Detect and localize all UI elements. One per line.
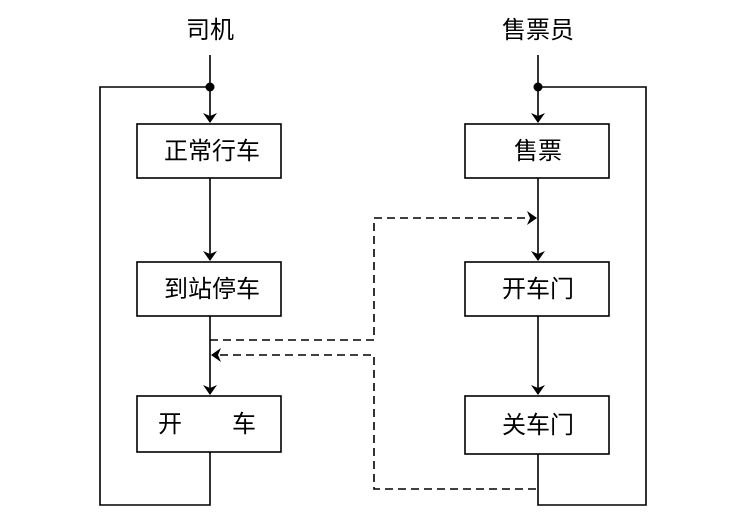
conductor-step-open-door: 开车门	[464, 261, 610, 317]
driver-loop-line	[99, 86, 211, 506]
conductor-step-3-label: 关车门	[502, 411, 574, 439]
driver-step-3-label-b: 车	[232, 410, 256, 438]
driver-step-2-label: 到站停车	[164, 275, 260, 303]
signal-close-door-to-start	[211, 348, 536, 490]
conductor-step-2-label: 开车门	[502, 275, 574, 303]
conductor-step-1-label: 售票	[514, 137, 562, 165]
driver-step-1-label: 正常行车	[164, 137, 260, 165]
conductor-step-close-door: 关车门	[464, 395, 610, 455]
driver-step-stop-at-station: 到站停车	[136, 261, 282, 317]
conductor-loop-line	[537, 86, 647, 506]
driver-step-3-label-a: 开	[158, 410, 182, 438]
driver-step-start-driving: 开 车	[136, 395, 282, 453]
conductor-title: 售票员	[502, 16, 574, 44]
driver-title: 司机	[186, 16, 234, 44]
driver-step-normal-driving: 正常行车	[136, 123, 282, 179]
conductor-step-sell-tickets: 售票	[464, 123, 610, 179]
signal-stop-to-open-door	[210, 211, 537, 341]
